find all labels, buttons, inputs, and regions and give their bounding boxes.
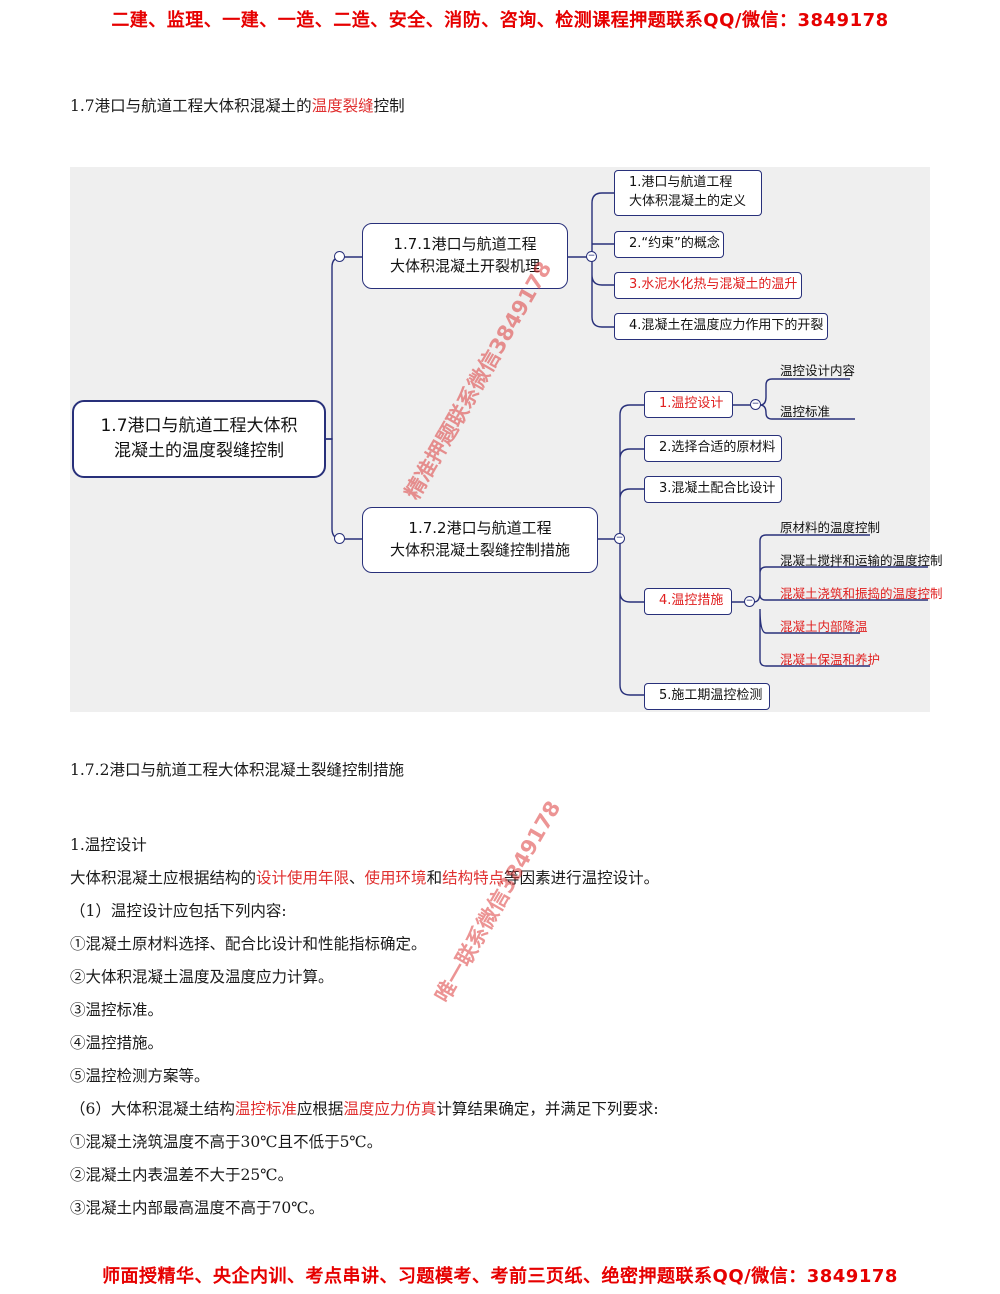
measure-child-1[interactable]: 原材料的温度控制 bbox=[780, 520, 881, 535]
root-line-2: 混凝土的温度裂缝控制 bbox=[113, 441, 284, 461]
branch2-line-2: 大体积混凝土裂缝控制措施 bbox=[389, 541, 570, 559]
section-title-highlight: 温度裂缝 bbox=[311, 97, 374, 115]
para1-text-1: 大体积混凝土应根据结构的 bbox=[70, 869, 257, 887]
collapse-knob-measures[interactable]: − bbox=[744, 596, 755, 607]
measure-child-4[interactable]: 混凝土内部降温 bbox=[780, 619, 868, 634]
design-list-item-2: ②大体积混凝土温度及温度应力计算。 bbox=[70, 968, 334, 986]
branch1-item-1-line-2: 大体积混凝土的定义 bbox=[629, 194, 747, 209]
connector-branch1-items bbox=[568, 192, 614, 328]
para6-highlight-1: 温控标准 bbox=[234, 1100, 297, 1118]
design-list-item-3: ③温控标准。 bbox=[70, 1001, 164, 1019]
paragraph-temp-standard: （6）大体积混凝土结构温控标准应根据温度应力仿真计算结果确定，并满足下列要求: bbox=[70, 1097, 659, 1119]
design-list-item-5: ⑤温控检测方案等。 bbox=[70, 1067, 210, 1085]
branch2-item-mix-design[interactable]: 3.混凝土配合比设计 bbox=[644, 476, 782, 503]
mind-map: − − − − 1.7港口与航道工程大体积混凝土的温度裂缝控制 1.7.1港口与… bbox=[70, 167, 943, 712]
heading-temp-design: 1.温控设计 bbox=[70, 836, 147, 854]
section-title-text: 1.7港口与航道工程大体积混凝土的 bbox=[70, 97, 312, 115]
bottom-banner: 师面授精华、央企内训、考点串讲、习题模考、考前三页纸、绝密押题联系QQ/微信：3… bbox=[102, 1266, 898, 1287]
branch1-item-4[interactable]: 4.混凝土在温度应力作用下的开裂 bbox=[614, 313, 828, 340]
requirement-item-3: ③混凝土内部最高温度不高于70℃。 bbox=[70, 1199, 325, 1217]
branch1-item-2[interactable]: 2.“约束”的概念 bbox=[614, 231, 724, 258]
para1-highlight-2: 使用环境 bbox=[364, 869, 427, 887]
branch1-line-1: 1.7.1港口与航道工程 bbox=[393, 235, 537, 254]
branch1-item-3[interactable]: 3.水泥水化热与混凝土的温升 bbox=[614, 272, 802, 299]
branch2-item-temp-design[interactable]: 1.温控设计 bbox=[644, 391, 733, 418]
branch2-item-5-label: 5.施工期温控检测 bbox=[659, 688, 763, 704]
section-title-tail: 控制 bbox=[373, 97, 405, 115]
collapse-knob-branch1-items[interactable]: − bbox=[586, 251, 597, 262]
design-child-content[interactable]: 温控设计内容 bbox=[780, 363, 856, 378]
section-title: 1.7港口与航道工程大体积混凝土的温度裂缝控制 bbox=[70, 94, 405, 116]
para6-text-3: 计算结果确定，并满足下列要求: bbox=[436, 1100, 659, 1118]
branch2-line-1: 1.7.2港口与航道工程 bbox=[408, 519, 552, 538]
connector-measure-children bbox=[732, 534, 928, 667]
branch2-item-3-label: 3.混凝土配合比设计 bbox=[659, 481, 776, 497]
branch2-item-1-label: 1.温控设计 bbox=[659, 396, 724, 412]
branch1-item-4-label: 4.混凝土在温度应力作用下的开裂 bbox=[629, 318, 824, 334]
root-line-1: 1.7港口与航道工程大体积 bbox=[100, 416, 298, 437]
para1-highlight-1: 设计使用年限 bbox=[256, 869, 350, 887]
connector-branch2-items bbox=[598, 404, 644, 696]
branch2-item-monitoring[interactable]: 5.施工期温控检测 bbox=[644, 683, 770, 710]
measure-child-5[interactable]: 混凝土保温和养护 bbox=[780, 652, 881, 667]
paragraph-design-factors: 大体积混凝土应根据结构的设计使用年限、使用环境和结构特点等因素进行温控设计。 bbox=[70, 866, 659, 888]
collapse-knob-branch2[interactable] bbox=[334, 533, 345, 544]
top-banner: 二建、监理、一建、一造、二造、安全、消防、咨询、检测课程押题联系QQ/微信：38… bbox=[111, 10, 889, 31]
para1-highlight-3: 结构特点 bbox=[442, 869, 505, 887]
connector-root-branch2 bbox=[326, 438, 362, 540]
para1-text-4: 等因素进行温控设计。 bbox=[504, 869, 660, 887]
branch1-item-1-line-1: 1.港口与航道工程 bbox=[629, 175, 733, 191]
para6-text-1: （6）大体积混凝土结构 bbox=[70, 1100, 235, 1118]
measure-child-3[interactable]: 混凝土浇筑和振捣的温度控制 bbox=[780, 586, 943, 601]
watermark-text: 唯一联系微信3849178 bbox=[430, 796, 566, 1007]
collapse-knob-design[interactable]: − bbox=[750, 399, 761, 410]
design-list-item-1: ①混凝土原材料选择、配合比设计和性能指标确定。 bbox=[70, 935, 427, 953]
measure-child-2[interactable]: 混凝土搅拌和运输的温度控制 bbox=[780, 553, 943, 568]
branch1-item-1[interactable]: 1.港口与航道工程大体积混凝土的定义 bbox=[614, 170, 762, 216]
branch2-item-4-label: 4.温控措施 bbox=[659, 593, 724, 609]
para1-text-2: 、 bbox=[349, 869, 365, 887]
collapse-knob-branch1[interactable] bbox=[334, 251, 345, 262]
branch1-item-3-label: 3.水泥水化热与混凝土的温升 bbox=[629, 277, 798, 293]
subsection-title: 1.7.2港口与航道工程大体积混凝土裂缝控制措施 bbox=[70, 761, 404, 779]
branch2-item-materials[interactable]: 2.选择合适的原材料 bbox=[644, 435, 782, 462]
design-list-intro: （1）温控设计应包括下列内容: bbox=[70, 902, 287, 920]
design-list-item-4: ④温控措施。 bbox=[70, 1034, 164, 1052]
branch1-line-2: 大体积混凝土开裂机理 bbox=[389, 257, 540, 275]
connector-root-branch1 bbox=[326, 256, 362, 440]
requirement-item-1: ①混凝土浇筑温度不高于30℃且不低于5℃。 bbox=[70, 1133, 383, 1151]
branch2-item-2-label: 2.选择合适的原材料 bbox=[659, 440, 776, 456]
branch2-node[interactable]: 1.7.2港口与航道工程大体积混凝土裂缝控制措施 bbox=[362, 507, 598, 573]
requirement-item-2: ②混凝土内表温差不大于25℃。 bbox=[70, 1166, 294, 1184]
para6-text-2: 应根据 bbox=[296, 1100, 344, 1118]
branch1-item-2-label: 2.“约束”的概念 bbox=[629, 236, 720, 252]
collapse-knob-branch2-items[interactable]: − bbox=[614, 533, 625, 544]
design-child-standard[interactable]: 温控标准 bbox=[780, 404, 831, 419]
branch2-item-temp-measures[interactable]: 4.温控措施 bbox=[644, 588, 732, 615]
para1-text-3: 和 bbox=[426, 869, 443, 887]
root-node[interactable]: 1.7港口与航道工程大体积混凝土的温度裂缝控制 bbox=[72, 400, 326, 478]
para6-highlight-2: 温度应力仿真 bbox=[343, 1100, 437, 1118]
branch1-node[interactable]: 1.7.1港口与航道工程大体积混凝土开裂机理 bbox=[362, 223, 568, 289]
